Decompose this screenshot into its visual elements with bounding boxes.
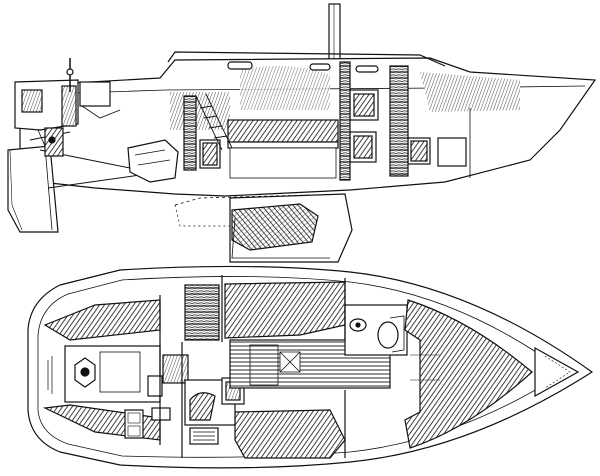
engine bbox=[127, 139, 179, 183]
cabin-trunk bbox=[167, 51, 446, 67]
bulkhead bbox=[339, 61, 351, 181]
quarter-berth bbox=[184, 284, 220, 341]
rudder bbox=[7, 145, 59, 233]
portlight bbox=[355, 65, 379, 73]
settee-plan-starboard bbox=[234, 409, 346, 459]
portlight bbox=[227, 61, 253, 70]
companionway-ladder bbox=[195, 93, 233, 151]
settee-profile bbox=[227, 119, 339, 143]
bulkhead bbox=[389, 65, 409, 177]
v-berth bbox=[404, 299, 533, 449]
portlight bbox=[309, 63, 331, 71]
chain-locker bbox=[534, 346, 580, 398]
settee-plan-port bbox=[224, 281, 346, 339]
plan-view bbox=[27, 265, 594, 469]
profile-view bbox=[7, 3, 597, 263]
toilet bbox=[377, 321, 399, 349]
keel-dashed-line bbox=[174, 194, 311, 206]
bulkhead bbox=[183, 95, 197, 171]
